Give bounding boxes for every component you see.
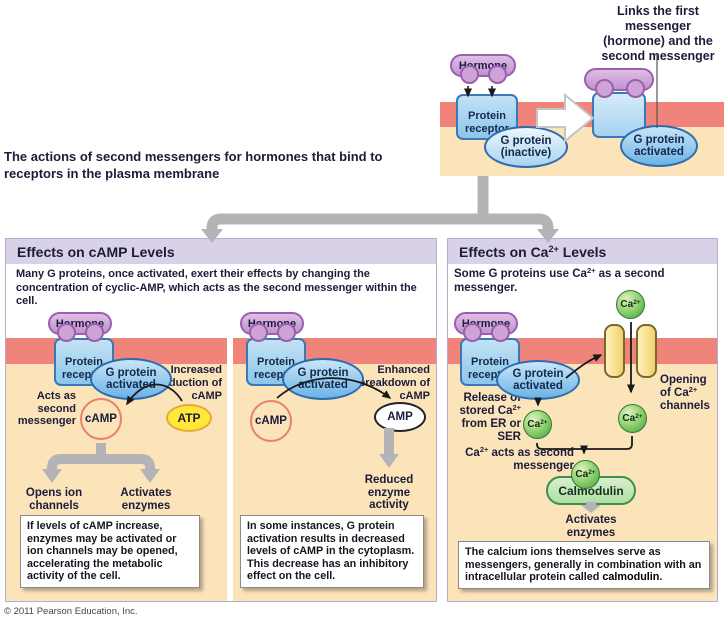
- camp2-hormone: Hormone: [240, 312, 304, 342]
- amp-oval: AMP: [374, 402, 426, 432]
- camp1-hormone: Hormone: [48, 312, 112, 342]
- hormone-bump: [460, 65, 479, 84]
- camp1-outcome-enzymes: Activates enzymes: [120, 487, 172, 512]
- ca-ion-entered: Ca2+: [618, 404, 647, 433]
- gprotein-annotation: Links the first messenger (hormone) and …: [601, 4, 715, 63]
- ca-opening-label: Opening of Ca2+ channels: [660, 374, 710, 412]
- hormone-bump: [491, 323, 510, 342]
- ca-panel-title: Effects on Ca2+ Levels: [459, 243, 607, 260]
- top-protein-receptor-bound: [592, 92, 646, 138]
- g-protein-inactive: G protein(inactive): [484, 126, 568, 168]
- camp1-protein-receptor: Protein receptor: [54, 338, 114, 386]
- top-hormone: Hormone: [450, 54, 516, 84]
- calcium-channel-left-pillar: [604, 324, 625, 378]
- ca-acts-as-label: Ca2+ acts as second messenger: [465, 445, 574, 472]
- hormone-bump: [249, 323, 268, 342]
- ca-ion-released: Ca2+: [523, 410, 552, 439]
- atp-oval: ATP: [166, 404, 212, 432]
- hormone-bump: [626, 79, 645, 98]
- camp-panel-header: Effects on cAMP Levels: [6, 239, 436, 264]
- ca-panel-header: Effects on Ca2+ Levels: [448, 239, 717, 264]
- camp-panel-intro: Many G proteins, once activated, exert t…: [16, 268, 417, 307]
- top-hormone-bound: [584, 68, 654, 98]
- hormone-bump: [488, 65, 507, 84]
- figure-caption: The actions of second messengers for hor…: [4, 149, 383, 181]
- camp2-camp-circle: cAMP: [250, 400, 292, 442]
- ca-outcome-label: Activates enzymes: [565, 514, 617, 539]
- transition-arrow: [536, 92, 595, 144]
- calmodulin-term: calmodulin: [602, 571, 660, 583]
- camp1-outcome-channels: Opens ion channels: [25, 487, 83, 512]
- camp-panel-title: Effects on cAMP Levels: [17, 243, 175, 260]
- camp1-camp-circle: cAMP: [80, 398, 122, 440]
- hormone-bump: [277, 323, 296, 342]
- hormone-bump: [57, 323, 76, 342]
- calcium-channel-right-pillar: [636, 324, 657, 378]
- ca-ion-on-calmodulin: Ca2+: [571, 460, 600, 489]
- hormone-bump: [85, 323, 104, 342]
- branch-connector: [201, 176, 559, 243]
- camp2-outcome-label: Reduced enzyme activity: [364, 474, 414, 511]
- ca-panel-intro: Some G proteins use Ca2+ as a second mes…: [454, 266, 665, 294]
- ca-hormone: Hormone: [454, 312, 518, 342]
- hormone-bump: [463, 323, 482, 342]
- camp1-caption-box: If levels of cAMP increase, enzymes may …: [20, 515, 200, 588]
- hormone-bump: [595, 79, 614, 98]
- camp2-caption-box: In some instances, G protein activation …: [240, 515, 424, 588]
- ca-ion-extracellular: Ca2+: [616, 290, 645, 319]
- camp2-effect-label: Enhanced breakdown of cAMP: [358, 364, 430, 402]
- ca-caption-box: The calcium ions themselves serve as mes…: [458, 541, 710, 589]
- copyright-line: © 2011 Pearson Education, Inc.: [4, 606, 138, 617]
- camp1-acts-as-label: Acts as second messenger: [17, 390, 76, 427]
- ca-release-label: Release of stored Ca2+ from ER or SER: [459, 392, 521, 443]
